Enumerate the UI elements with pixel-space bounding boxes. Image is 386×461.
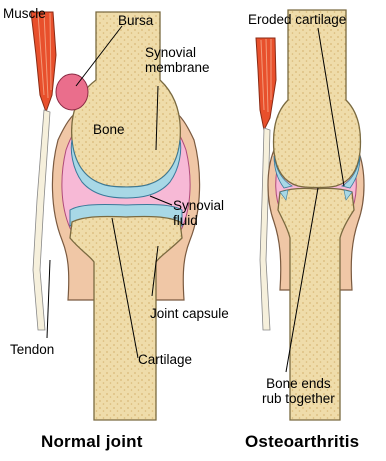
osteo-upper-bone-shape xyxy=(274,10,361,188)
label-bone: Bone xyxy=(93,122,125,137)
label-bone-ends-line1: Bone ends xyxy=(262,376,335,391)
label-eroded-cartilage: Eroded cartilage xyxy=(248,12,346,27)
label-synovial-membrane: Synovial membrane xyxy=(145,45,210,75)
label-cartilage: Cartilage xyxy=(138,352,192,367)
label-synovial-fluid-line2: fluid xyxy=(173,213,224,228)
caption-normal-joint: Normal joint xyxy=(41,432,143,452)
label-synovial-fluid: Synovial fluid xyxy=(173,198,224,228)
osteoarthritis-illustration xyxy=(256,10,364,420)
bursa-shape xyxy=(56,74,88,110)
label-synovial-membrane-line2: membrane xyxy=(145,60,210,75)
label-synovial-fluid-line1: Synovial xyxy=(173,198,224,213)
tendon-shape xyxy=(33,110,50,330)
label-synovial-membrane-line1: Synovial xyxy=(145,45,210,60)
label-joint-capsule: Joint capsule xyxy=(150,306,229,321)
caption-osteoarthritis: Osteoarthritis xyxy=(245,432,359,452)
osteo-tendon-shape xyxy=(260,128,270,330)
muscle-shape xyxy=(31,12,56,112)
label-bone-ends-line2: rub together xyxy=(262,391,335,406)
upper-bone-shape xyxy=(72,12,181,187)
label-muscle: Muscle xyxy=(3,6,46,21)
label-bone-ends: Bone ends rub together xyxy=(262,376,335,406)
label-tendon: Tendon xyxy=(10,342,54,357)
label-bursa: Bursa xyxy=(118,13,153,28)
